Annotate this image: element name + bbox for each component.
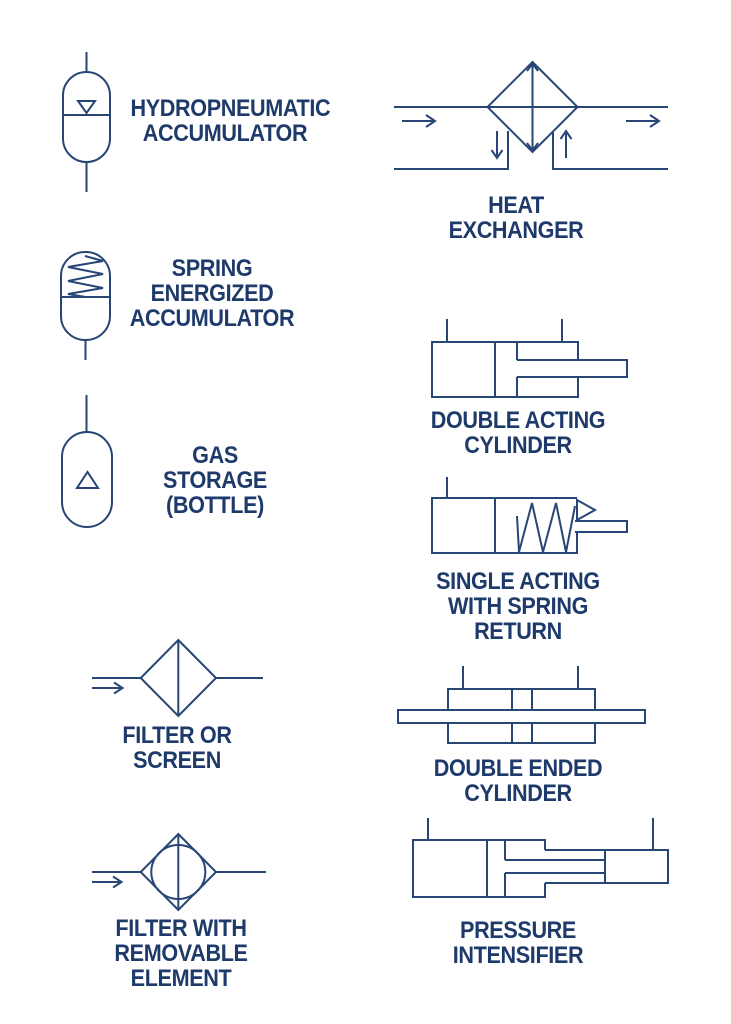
heat-exchanger-label: HEAT EXCHANGER <box>448 192 584 244</box>
gas-storage-bottle-figure <box>52 392 122 532</box>
rod-outline <box>575 520 628 533</box>
single-acting-with-spring-return-icon <box>431 477 628 554</box>
pressure-intensifier-icon <box>412 818 669 898</box>
pressure-intensifier-figure <box>405 812 675 907</box>
gas-storage-bottle-icon <box>61 395 113 528</box>
capsule-outline <box>62 71 111 163</box>
pressure-intensifier-label: PRESSURE INTENSIFIER <box>452 917 584 969</box>
double-headed-arrow <box>526 61 539 153</box>
filter-with-removable-element-icon <box>92 832 266 912</box>
heat-exchanger-icon <box>394 60 668 170</box>
flow-arrow <box>92 681 125 695</box>
single-acting-with-spring-return-label: SINGLE ACTING WITH SPRING RETURN <box>436 568 600 645</box>
cylinder-body <box>447 688 596 744</box>
flow-arrow-right <box>626 114 661 128</box>
capsule-outline <box>61 431 113 528</box>
hydropneumatic-accumulator-label: HYDROPNEUMATIC ACCUMULATOR <box>130 95 331 147</box>
rod-outline <box>397 709 646 724</box>
gas-triangle-up <box>75 470 100 489</box>
flow-arrow <box>92 875 124 889</box>
spring-zigzag <box>516 502 576 553</box>
gas-storage-bottle-label: GAS STORAGE (BOTTLE) <box>163 442 267 519</box>
up-arrow <box>559 129 573 158</box>
flow-arrow-left <box>402 114 437 128</box>
filter-with-removable-element-figure <box>85 828 280 920</box>
down-arrow <box>490 131 504 160</box>
coolant-pipe <box>394 131 668 170</box>
cylinder-body <box>431 341 579 398</box>
heat-exchanger-figure <box>390 55 675 180</box>
spring-energized-accumulator-icon <box>60 251 111 360</box>
filter-or-screen-icon <box>92 638 263 718</box>
large-cylinder-body <box>412 839 546 898</box>
single-acting-with-spring-return-figure <box>425 470 635 565</box>
filter-with-removable-element-label: FILTER WITH REMOVABLE ELEMENT <box>114 915 248 992</box>
rod-tip-triangle <box>576 498 598 522</box>
small-cylinder-body <box>545 849 669 884</box>
spring-energized-accumulator-label: SPRING ENERGIZED ACCUMULATOR <box>129 255 295 332</box>
double-acting-cylinder-label: DOUBLE ACTING CYLINDER <box>430 407 606 459</box>
filter-or-screen-figure <box>85 632 280 727</box>
hydropneumatic-accumulator-icon <box>62 52 111 192</box>
double-ended-cylinder-figure <box>395 658 655 750</box>
filter-or-screen-label: FILTER OR SCREEN <box>122 722 232 774</box>
double-ended-cylinder-icon <box>397 666 646 744</box>
double-acting-cylinder-icon <box>431 319 628 398</box>
gas-triangle-down <box>76 100 97 115</box>
rod-lines <box>505 859 605 874</box>
hydropneumatic-accumulator-figure <box>50 45 140 195</box>
cylinder-body <box>431 497 578 554</box>
piston-lines <box>511 689 533 743</box>
double-ended-cylinder-label: DOUBLE ENDED CYLINDER <box>433 755 603 807</box>
rod-outline <box>517 359 628 378</box>
spring-zigzag <box>67 255 104 298</box>
spring-energized-accumulator-figure <box>52 245 122 365</box>
double-acting-cylinder-figure <box>425 315 635 407</box>
